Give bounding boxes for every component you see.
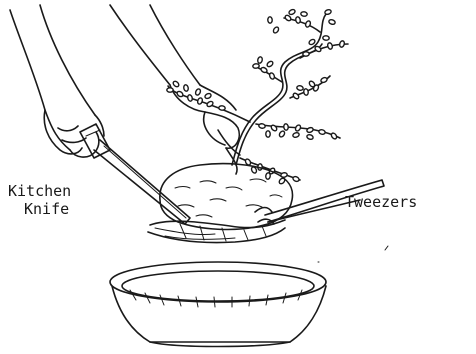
right-arm: [110, 5, 240, 174]
leaf: [320, 77, 328, 84]
leaf: [270, 124, 278, 132]
leaf: [292, 176, 300, 183]
leaf: [330, 132, 337, 140]
leaf: [303, 89, 308, 96]
leaf: [253, 63, 260, 68]
leaf: [187, 94, 193, 101]
leaf: [294, 124, 301, 132]
kitchen-knife-label-line1: Kitchen: [8, 182, 71, 200]
leaf: [323, 36, 330, 41]
leaf: [306, 134, 314, 140]
leaf: [318, 129, 325, 135]
leaf: [324, 9, 331, 15]
leaf: [260, 66, 268, 73]
leaf: [272, 26, 279, 34]
leaf: [292, 92, 300, 100]
bonsai-pot: [110, 262, 326, 347]
tweezers-label: Tweezers: [345, 193, 417, 211]
leaf: [219, 106, 226, 111]
leaf: [204, 93, 212, 100]
leaf: [306, 127, 314, 133]
leaf: [283, 124, 288, 131]
leaf: [172, 80, 180, 88]
leaf: [257, 56, 263, 63]
leaf: [197, 97, 203, 105]
leaf: [327, 42, 333, 49]
leaf: [328, 19, 335, 25]
leaf: [266, 60, 274, 67]
leaf: [301, 11, 308, 16]
leaf: [269, 72, 276, 80]
leaf: [295, 16, 301, 23]
leaf: [284, 14, 292, 21]
leaf: [265, 172, 270, 179]
leaf: [167, 88, 173, 92]
leaf: [339, 40, 345, 47]
leaf: [288, 9, 296, 16]
bonsai-tree: [167, 9, 348, 185]
leaf: [266, 131, 271, 137]
leaf: [308, 80, 315, 88]
leaf: [296, 85, 303, 91]
leaf: [303, 52, 310, 57]
stray-mark: [385, 246, 388, 250]
leaf: [183, 84, 189, 91]
leaf: [278, 130, 285, 138]
leaf: [308, 38, 316, 45]
leaf: [258, 123, 265, 128]
kitchen-knife-label-line2: Knife: [24, 200, 71, 218]
leaf: [268, 17, 273, 24]
leaf: [292, 132, 299, 138]
leaf: [195, 88, 202, 96]
kitchen-knife-label: Kitchen Knife: [8, 182, 71, 218]
